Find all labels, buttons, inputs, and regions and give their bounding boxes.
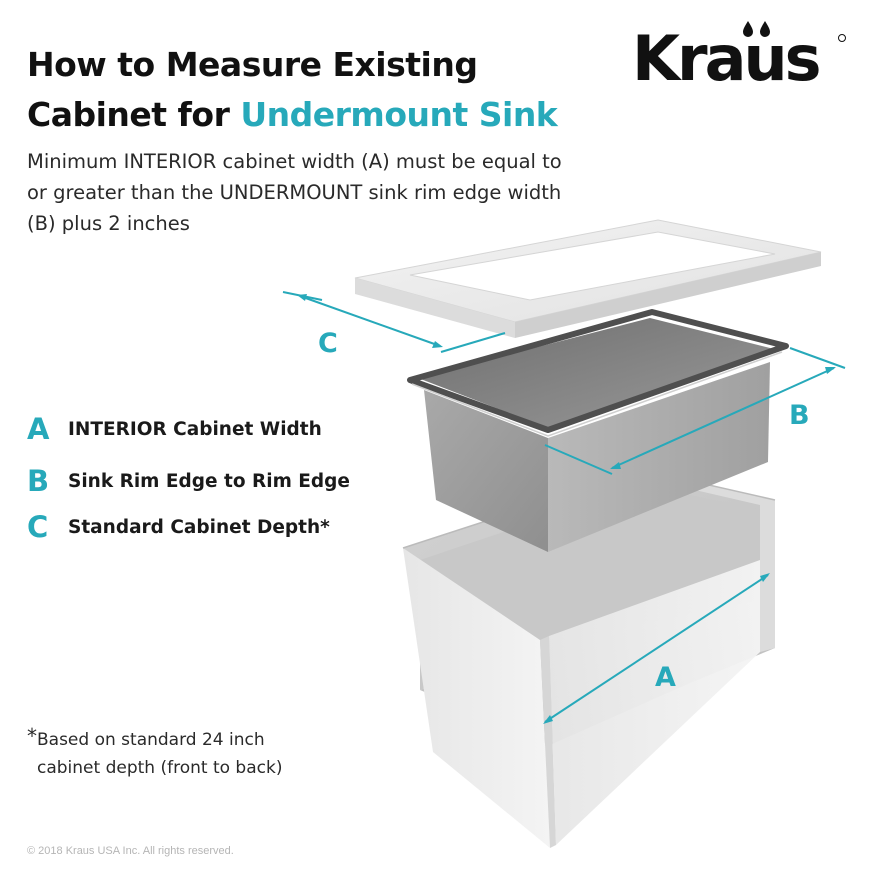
- cabinet-left-panel-edge: [540, 636, 556, 848]
- dimension-a: A: [543, 573, 770, 724]
- title-line-2-accent: Undermount Sink: [240, 95, 558, 134]
- page-title: How to Measure Existing Cabinet for Unde…: [27, 40, 558, 140]
- footnote-line-2: cabinet depth (front to back): [37, 758, 283, 778]
- logo-drop-right: [760, 21, 770, 37]
- cabinet-right-front-panel: [549, 560, 760, 845]
- kraus-logo: Kraus: [632, 21, 846, 88]
- dimension-b: B: [544, 347, 846, 475]
- footnote-line-1: Based on standard 24 inch: [37, 730, 265, 750]
- dimension-a-line: [544, 574, 769, 723]
- copyright-text: © 2018 Kraus USA Inc. All rights reserve…: [27, 845, 234, 857]
- dimension-c-arrow-left: [297, 294, 307, 301]
- dimension-c-line: [299, 295, 441, 347]
- footnote-asterisk: *: [27, 724, 37, 748]
- intro-text: Minimum INTERIOR cabinet width (A) must …: [27, 150, 562, 235]
- dimension-b-tick-right: [789, 347, 846, 369]
- legend-label: Standard Cabinet Depth*: [68, 516, 330, 538]
- sink-front-wall: [424, 390, 548, 552]
- dimension-a-label: A: [655, 662, 676, 693]
- legend-item-a: A INTERIOR Cabinet Width: [27, 412, 322, 446]
- legend-item-b: B Sink Rim Edge to Rim Edge: [27, 464, 350, 498]
- legend-label: Sink Rim Edge to Rim Edge: [68, 470, 350, 492]
- legend-item-c: C Standard Cabinet Depth*: [27, 510, 330, 544]
- logo-wordmark: Kraus: [632, 22, 819, 88]
- dimension-b-arrow-right: [825, 367, 836, 374]
- sink-rim: [407, 309, 789, 433]
- sink-rim-highlight: [411, 351, 783, 437]
- dimension-a-arrow-left: [543, 715, 553, 724]
- dimension-b-label: B: [789, 400, 810, 431]
- logo-registered-mark: [838, 34, 846, 42]
- dimension-c-label: C: [318, 328, 338, 359]
- title-line-1: How to Measure Existing: [27, 45, 478, 84]
- countertop-frame: [354, 219, 822, 338]
- legend-label: INTERIOR Cabinet Width: [68, 418, 322, 440]
- sink-right-wall: [548, 362, 770, 552]
- frame-right-edge: [515, 252, 821, 338]
- cabinet-left-panel: [403, 548, 550, 848]
- dimension-b-line: [611, 367, 835, 469]
- frame-front-edge: [355, 278, 515, 338]
- dimension-c-arrow-right: [432, 341, 443, 348]
- dimension-a-arrow-right: [760, 573, 770, 582]
- cabinet-right-panel: [643, 470, 775, 652]
- dimension-c-tick-right: [440, 332, 506, 353]
- sink-basin-interior: [418, 318, 778, 428]
- legend-letter: B: [27, 464, 50, 498]
- dimension-c: C: [282, 291, 506, 359]
- dimension-b-tick-left: [544, 444, 613, 475]
- footnote: *Based on standard 24 inch cabinet depth…: [27, 724, 283, 782]
- title-line-2-prefix: Cabinet for: [27, 95, 241, 134]
- logo-drop-left: [743, 21, 753, 37]
- dimension-b-arrow-left: [610, 462, 621, 469]
- legend-letter: C: [27, 510, 49, 544]
- sink: [407, 309, 789, 552]
- legend-letter: A: [27, 412, 50, 446]
